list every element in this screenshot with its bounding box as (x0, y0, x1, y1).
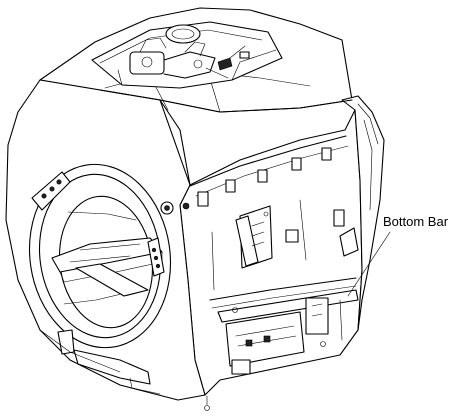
bore-assembly (28, 163, 174, 349)
callout-bottom-bar: Bottom Bar (347, 214, 449, 297)
side-panel-details (182, 135, 359, 411)
top-compartment (91, 21, 283, 89)
front-base (39, 329, 161, 395)
rear-cap-details (339, 103, 379, 257)
callout-leader-line (347, 231, 391, 297)
callout-label: Bottom Bar (383, 214, 449, 229)
